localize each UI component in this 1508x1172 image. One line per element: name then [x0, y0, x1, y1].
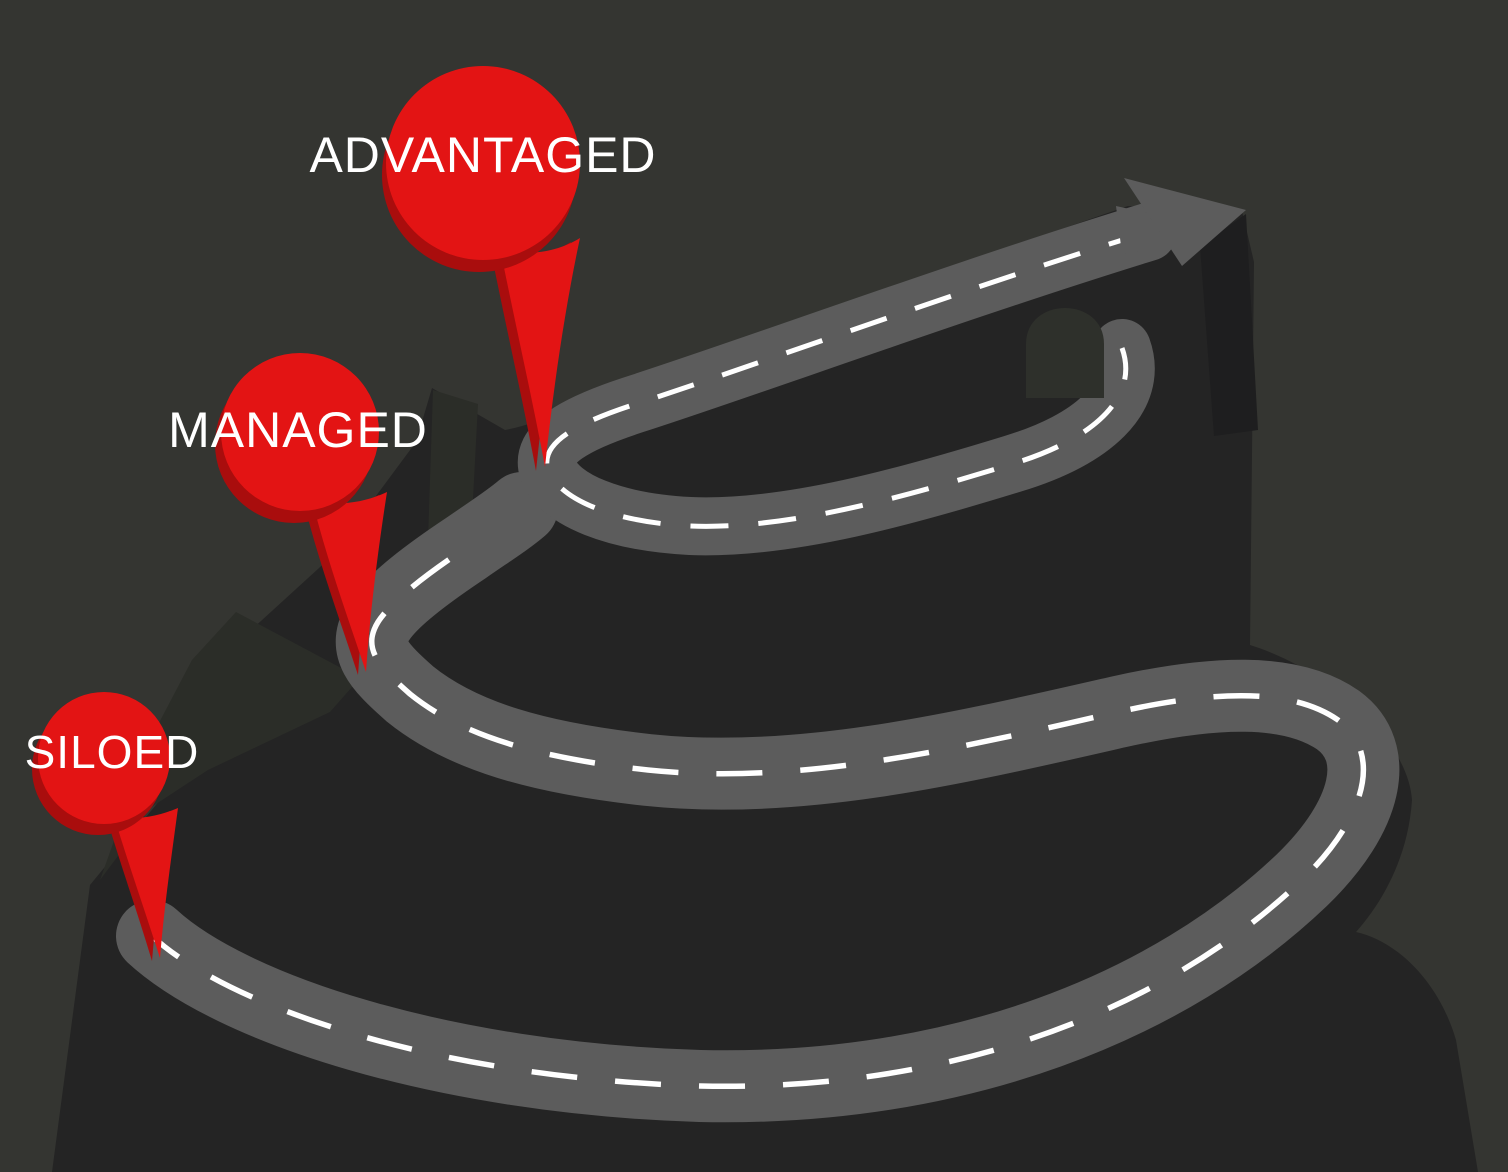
pin-tail [114, 808, 178, 958]
pin-tail [312, 492, 387, 672]
mountain-slope-face-lower [100, 612, 360, 880]
pin-label-advantaged: ADVANTAGED [309, 127, 656, 183]
pin-label-managed: MANAGED [168, 402, 428, 458]
summit-shadow-face [1200, 214, 1258, 436]
road-arrow-connector [1116, 206, 1160, 254]
tunnel-arch [1026, 308, 1104, 398]
road-centerline-lower [150, 545, 1367, 1090]
map-pin-advantaged [382, 66, 580, 471]
pin-circle [386, 66, 580, 260]
map-pin-managed [215, 353, 387, 675]
pin-label-siloed: SILOED [25, 726, 200, 778]
pin-circle [221, 353, 379, 511]
mountain-silhouette [52, 206, 1478, 1172]
road-centerline-upper [544, 229, 1149, 529]
road-arrow-head-icon [1124, 178, 1246, 266]
pin-tail [500, 238, 580, 467]
map-pin-siloed [32, 692, 178, 961]
pin-circle [38, 692, 170, 824]
